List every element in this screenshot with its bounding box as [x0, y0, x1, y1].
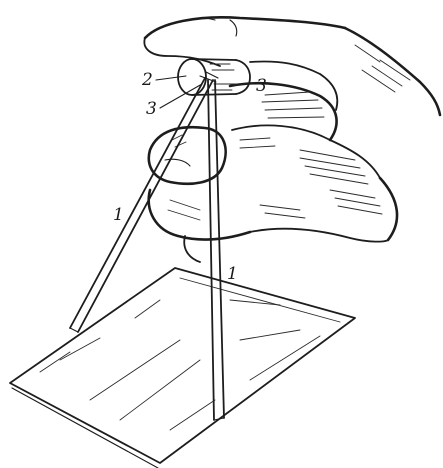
label-needle-right: 1	[227, 264, 238, 284]
label-joint-right: 3	[256, 76, 267, 96]
hand	[144, 17, 440, 262]
paper-sheet	[10, 268, 355, 468]
cork	[178, 59, 250, 95]
needle-left	[70, 78, 213, 332]
label-joint-left: 3	[146, 99, 157, 119]
needle-right	[208, 80, 224, 420]
label-cork: 2	[141, 70, 153, 90]
label-needle-left: 1	[113, 205, 124, 225]
